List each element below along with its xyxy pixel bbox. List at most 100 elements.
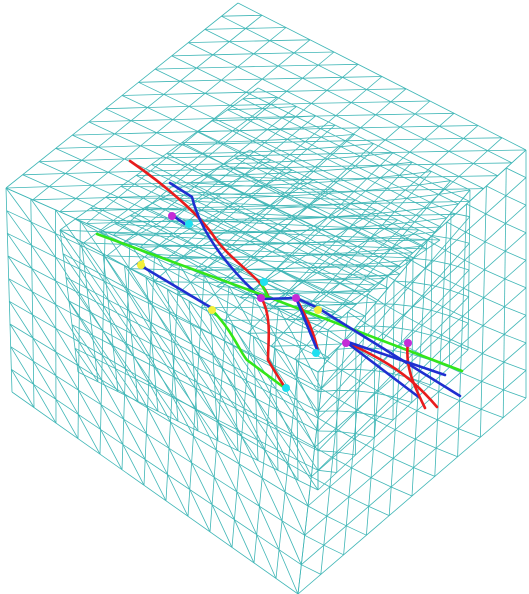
outer-right-face-line	[320, 311, 349, 575]
inner-top-face-line	[120, 185, 365, 317]
inner-top-face-diag	[237, 306, 274, 308]
outer-front-face-diag	[171, 395, 194, 437]
outer-right-face-diag	[391, 486, 413, 497]
outer-top-face-diag	[32, 198, 76, 201]
inner-right-face-diag	[355, 390, 375, 394]
inner-shelf-face-diag	[123, 242, 162, 246]
inner-shelf-face-diag	[258, 260, 295, 263]
inner-shelf-face-diag	[306, 206, 342, 209]
inner-right-face-diag	[431, 235, 451, 239]
inner-top-face-diag	[340, 201, 375, 205]
outer-right-face-diag	[504, 306, 527, 316]
inner-shelf-face-diag	[169, 264, 208, 268]
outer-front-face-diag	[100, 404, 124, 445]
inner-top-face-diag	[281, 115, 316, 119]
outer-top-face-diag	[394, 163, 435, 166]
inner-shelf-face-diag	[144, 207, 183, 211]
inner-shelf-face-line	[189, 182, 389, 277]
inner-top-face-diag	[153, 281, 191, 283]
inner-front-face-diag	[170, 332, 194, 367]
inner-right-face-diag	[430, 334, 450, 343]
inner-shelf-face-line	[204, 174, 402, 268]
outer-front-face-diag	[284, 491, 306, 536]
inner-top-face-diag	[306, 343, 342, 346]
outer-right-face-diag	[335, 428, 355, 440]
outer-right-face-diag	[461, 344, 483, 354]
outer-top-face-diag	[237, 65, 279, 68]
inner-top-face-diag	[318, 329, 354, 333]
outer-right-face-diag	[317, 417, 337, 429]
inner-right-face-diag	[317, 450, 337, 453]
inner-top-face-diag	[242, 96, 278, 100]
outer-top-face-diag	[88, 120, 132, 123]
outer-front-face-diag	[103, 280, 128, 319]
outer-top-face-diag	[163, 92, 206, 95]
inner-top-face-line	[130, 115, 317, 270]
inner-top-face-diag	[128, 208, 166, 211]
inner-right-face-diag	[355, 325, 375, 327]
outer-top-face-diag	[264, 141, 306, 143]
inner-front-face-diag	[296, 359, 319, 392]
outer-right-face-diag	[397, 400, 418, 412]
outer-top-face-diag	[286, 90, 327, 92]
outer-front-face-diag	[213, 477, 235, 520]
outer-top-face-diag	[5, 186, 50, 189]
outer-front-face-diag	[269, 392, 292, 435]
outer-top-face-diag	[197, 231, 240, 234]
outer-front-face-diag	[55, 399, 79, 439]
inner-shelf-face-line	[174, 190, 376, 286]
outer-front-face-diag	[32, 337, 57, 376]
outer-right-face-diag	[504, 334, 527, 344]
inner-right-face-diag	[355, 411, 375, 416]
outer-top-face-diag	[255, 116, 296, 118]
inner-front-face-diag	[297, 459, 319, 491]
inner-shelf-face-diag	[253, 288, 291, 291]
outer-front-face-diag	[191, 462, 213, 505]
inner-top-face-line	[153, 124, 336, 282]
outer-front-face-diag	[101, 355, 125, 395]
inner-front-face-diag	[275, 388, 298, 421]
outer-top-face-diag	[473, 162, 512, 164]
inner-front-face-diag	[233, 366, 257, 399]
inner-front-face-diag	[147, 299, 172, 334]
outer-front-face-line	[8, 278, 315, 448]
outer-top-face-diag	[86, 221, 130, 224]
outer-top-face-diag	[350, 202, 391, 205]
outer-right-face-diag	[348, 496, 369, 507]
inner-shelf-face-diag	[384, 228, 419, 231]
outer-right-face-diag	[395, 429, 416, 440]
inner-front-face-diag	[231, 324, 255, 358]
inner-top-face-diag	[382, 221, 415, 226]
inner-shelf-face-diag	[294, 262, 331, 265]
inner-front-face-diag	[81, 241, 106, 277]
inner-shelf-face-diag	[292, 215, 328, 218]
inner-top-face-diag	[244, 172, 280, 175]
inner-top-face-diag	[346, 165, 380, 170]
outer-top-face-diag	[22, 173, 66, 176]
outer-top-face-diag	[280, 128, 321, 130]
outer-front-face-diag	[8, 301, 34, 339]
outer-right-face-diag	[415, 438, 437, 449]
inner-right-face-diag	[450, 263, 470, 271]
inner-shelf-face-diag	[256, 167, 293, 171]
outer-front-face-diag	[228, 286, 252, 326]
outer-top-face-diag	[262, 77, 303, 80]
inner-top-face-diag	[369, 235, 403, 240]
inner-right-face-diag	[393, 303, 413, 307]
inner-top-face-diag	[286, 193, 321, 197]
inner-top-face-diag	[302, 240, 337, 244]
inner-top-face-line	[90, 207, 342, 345]
outer-front-face-diag	[30, 198, 56, 234]
inner-top-face-line	[227, 109, 447, 219]
inner-top-face-diag	[258, 218, 294, 221]
outer-top-face-diag	[176, 181, 219, 184]
outer-right-face-diag	[373, 448, 394, 459]
outer-right-face-line	[434, 221, 448, 477]
outer-front-face-diag	[144, 459, 167, 501]
inner-top-face-diag	[293, 158, 328, 162]
inner-shelf-face-diag	[326, 292, 363, 295]
inner-shelf-face-diag	[226, 184, 264, 188]
inner-shelf-face-diag	[129, 215, 168, 219]
inner-top-face-line	[294, 180, 452, 360]
inner-top-face-diag	[262, 106, 297, 109]
